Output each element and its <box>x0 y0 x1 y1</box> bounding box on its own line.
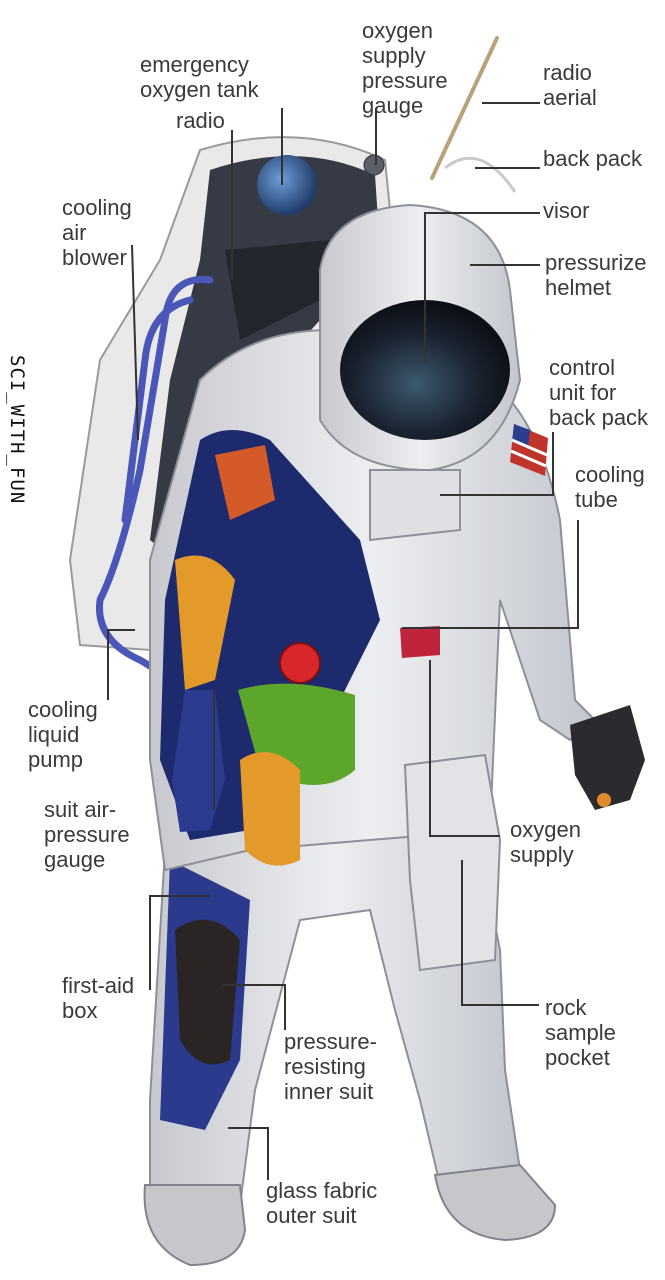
label-back-pack: back pack <box>543 146 642 171</box>
label-emergency-oxygen-tank: emergency oxygen tank <box>140 52 259 102</box>
label-pressure-resisting-inner-suit: pressure- resisting inner suit <box>284 1029 377 1104</box>
label-glass-fabric-outer-suit: glass fabric outer suit <box>266 1178 377 1228</box>
emergency-oxygen-tank-illustration <box>257 155 317 215</box>
label-radio-aerial: radio aerial <box>543 60 597 110</box>
label-first-aid-box: first-aid box <box>62 973 134 1023</box>
label-radio: radio <box>176 108 225 133</box>
label-rock-sample-pocket: rock sample pocket <box>545 995 616 1070</box>
left-boot <box>145 1185 245 1265</box>
watermark: SCI_WITH_FUN <box>6 355 28 504</box>
control-unit-box <box>370 470 460 540</box>
label-oxygen-supply: oxygen supply <box>510 817 581 867</box>
label-control-unit-for-back-pack: control unit for back pack <box>549 355 648 430</box>
label-cooling-air-blower: cooling air blower <box>62 195 132 270</box>
label-suit-air-pressure-gauge: suit air- pressure gauge <box>44 797 130 872</box>
cooling-liquid-pump-illustration <box>280 643 320 683</box>
right-boot <box>435 1165 555 1240</box>
label-visor: visor <box>543 198 589 223</box>
label-oxygen-supply-pressure-gauge: oxygen supply pressure gauge <box>362 18 448 118</box>
label-cooling-tube: cooling tube <box>575 462 645 512</box>
label-pressurize-helmet: pressurize helmet <box>545 250 646 300</box>
label-cooling-liquid-pump: cooling liquid pump <box>28 697 98 772</box>
rock-sample-pocket-illustration <box>405 755 500 970</box>
pressure-gauge-knob <box>364 155 384 175</box>
